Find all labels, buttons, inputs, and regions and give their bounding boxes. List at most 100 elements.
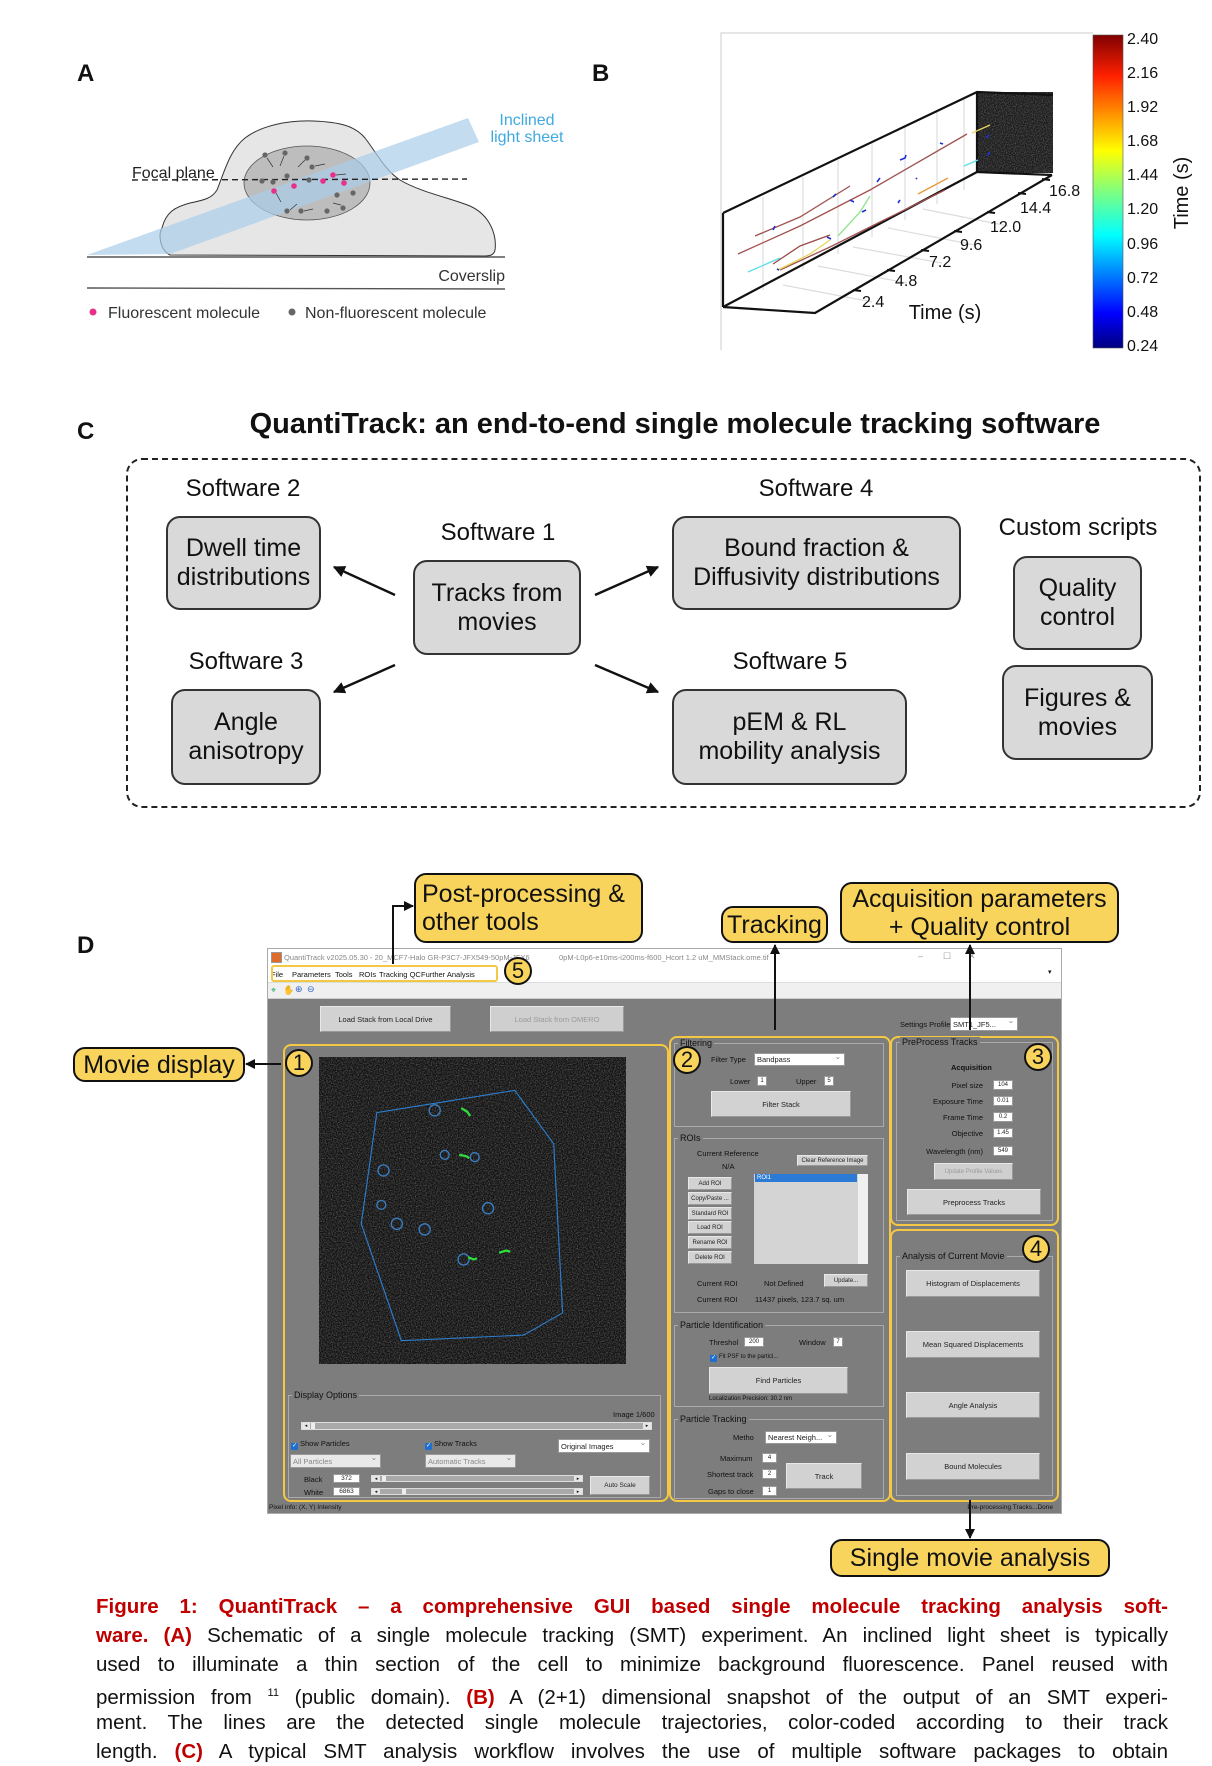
standard-roi-button[interactable]: Standard ROI <box>688 1207 732 1220</box>
slider-thumb[interactable] <box>311 1423 315 1429</box>
analysis-title: Analysis of Current Movie <box>900 1251 1007 1261</box>
callout-text: other tools <box>422 908 539 936</box>
rename-roi-button[interactable]: Rename ROI <box>688 1236 732 1249</box>
callout-number-2: 2 <box>673 1046 701 1074</box>
black-value-input[interactable]: 372 <box>333 1474 360 1483</box>
focal-plane-label: Focal plane <box>132 165 215 182</box>
auto-scale-button[interactable]: Auto Scale <box>590 1476 650 1495</box>
zoom-out-icon[interactable]: ⊖ <box>307 984 315 994</box>
maximize-button[interactable]: ☐ <box>943 951 952 961</box>
angle-analysis-button[interactable]: Angle Analysis <box>906 1392 1040 1418</box>
frame-time-input[interactable]: 0.2 <box>993 1112 1013 1122</box>
movie-display-panel <box>283 1044 669 1502</box>
box-text: distributions <box>176 563 311 591</box>
focal-plane-line <box>131 178 468 181</box>
callout-number-3: 3 <box>1024 1043 1052 1071</box>
minimize-button[interactable]: – <box>918 951 924 961</box>
white-value-input[interactable]: 6863 <box>333 1487 360 1496</box>
menu-tools[interactable]: Tools <box>335 970 353 979</box>
preprocess-tracks-button[interactable]: Preprocess Tracks <box>907 1189 1041 1215</box>
slider-left-arrow[interactable]: ◂ <box>302 1423 310 1429</box>
box-text: Bound fraction & <box>724 534 909 562</box>
figures-movies-box: Figures &movies <box>1002 665 1153 760</box>
fit-psf-label: Fit PSF to the particl... <box>719 1354 779 1360</box>
filter-stack-button[interactable]: Filter Stack <box>711 1091 851 1117</box>
filter-type-select[interactable]: Bandpass <box>754 1053 845 1066</box>
wavelength-input[interactable]: 549 <box>993 1146 1013 1156</box>
close-button[interactable]: ✕ <box>968 951 976 961</box>
filtering-group: Filtering <box>674 1038 884 1127</box>
maximum-input[interactable]: 4 <box>762 1453 777 1463</box>
histogram-displacements-button[interactable]: Histogram of Displacements <box>906 1270 1040 1297</box>
slider-thumb[interactable] <box>382 1476 386 1481</box>
track-button[interactable]: Track <box>786 1463 862 1489</box>
time-tick: 7.2 <box>929 254 951 271</box>
zoom-in-icon[interactable]: ⊕ <box>295 984 303 994</box>
fit-psf-checkbox[interactable]: ✓Fit PSF to the particl... <box>710 1354 778 1362</box>
menu-parameters[interactable]: Parameters <box>292 970 331 979</box>
roi-list-item[interactable]: ROI1 <box>755 1174 857 1182</box>
maximum-label: Maximum <box>720 1454 753 1463</box>
callout-acquisition: Acquisition parameters+ Quality control <box>840 882 1119 943</box>
menu-file[interactable]: File <box>271 970 284 979</box>
caption-reference[interactable]: 11 <box>267 1687 279 1699</box>
upper-input[interactable]: 5 <box>824 1076 834 1086</box>
slider-right-arrow[interactable]: ▸ <box>574 1476 582 1482</box>
rois-title: ROIs <box>678 1133 703 1143</box>
threshold-input[interactable]: 200 <box>744 1337 764 1347</box>
caption-text: permission from <box>96 1685 268 1709</box>
pixel-size-input[interactable]: 104 <box>993 1080 1013 1090</box>
white-level-slider[interactable]: ◂▸ <box>371 1488 583 1495</box>
menu-overflow-icon[interactable]: ▾ <box>1048 969 1052 976</box>
particle-tracks <box>458 1107 511 1261</box>
bound-molecules-button[interactable]: Bound Molecules <box>906 1453 1040 1480</box>
menu-tracking-qc[interactable]: Tracking QC <box>379 970 421 979</box>
particles-select[interactable]: All Particles <box>290 1454 381 1468</box>
update-roi-button[interactable]: Update... <box>824 1274 868 1287</box>
shortest-track-label: Shortest track <box>707 1470 754 1479</box>
roi-list[interactable]: ROI1 <box>754 1174 868 1264</box>
image-frame-slider[interactable]: ◂▸ <box>301 1422 652 1430</box>
update-profile-button[interactable]: Update Profile Values <box>934 1163 1013 1180</box>
colorbar-tick-labels: 2.40 2.16 1.92 1.68 1.44 1.20 0.96 0.72 … <box>1127 31 1193 355</box>
threshold-label: Threshol <box>709 1338 739 1347</box>
time-tick: 16.8 <box>1049 183 1080 200</box>
slider-left-arrow[interactable]: ◂ <box>372 1476 380 1482</box>
menu-rois[interactable]: ROIs <box>359 970 377 979</box>
black-level-slider[interactable]: ◂▸ <box>371 1475 583 1482</box>
exposure-time-input[interactable]: 0.01 <box>993 1096 1013 1106</box>
add-roi-button[interactable]: Add ROI <box>688 1177 732 1190</box>
pan-hand-icon[interactable]: ✋ <box>283 985 295 995</box>
slider-thumb[interactable] <box>402 1489 406 1494</box>
show-tracks-checkbox[interactable]: ✓Show Tracks <box>425 1439 477 1450</box>
lower-input[interactable]: 1 <box>757 1076 767 1086</box>
menu-further-analysis[interactable]: Further Analysis <box>421 970 475 979</box>
msd-button[interactable]: Mean Squared Displacements <box>906 1331 1040 1358</box>
shortest-track-input[interactable]: 2 <box>762 1469 777 1479</box>
load-local-button[interactable]: Load Stack from Local Drive <box>320 1006 451 1032</box>
box-text: Diffusivity distributions <box>693 563 940 591</box>
load-roi-button[interactable]: Load ROI <box>688 1221 732 1234</box>
objective-input[interactable]: 1.45 <box>993 1128 1013 1138</box>
slider-right-arrow[interactable]: ▸ <box>574 1489 582 1495</box>
checkbox-checked-icon: ✓ <box>710 1355 717 1362</box>
data-cursor-icon[interactable]: ⌖ <box>271 985 277 995</box>
method-select[interactable]: Nearest Neigh... <box>765 1431 837 1444</box>
movie-image[interactable] <box>319 1057 626 1364</box>
load-omero-button[interactable]: Load Stack from OMERO <box>490 1006 624 1032</box>
slider-right-arrow[interactable]: ▸ <box>643 1423 651 1429</box>
particle-tracking-title: Particle Tracking <box>678 1414 749 1424</box>
tracks-select[interactable]: Automatic Tracks <box>425 1454 516 1468</box>
slider-left-arrow[interactable]: ◂ <box>372 1489 380 1495</box>
find-particles-button[interactable]: Find Particles <box>709 1367 848 1394</box>
roi-list-scrollbar[interactable] <box>858 1174 868 1264</box>
clear-reference-button[interactable]: Clear Reference Image <box>797 1155 868 1166</box>
settings-profile-select[interactable]: SMT1_JF5... <box>950 1017 1018 1031</box>
show-particles-checkbox[interactable]: ✓Show Particles <box>291 1439 350 1450</box>
delete-roi-button[interactable]: Delete ROI <box>688 1251 732 1264</box>
menu-highlight <box>271 965 498 982</box>
copy-paste-roi-button[interactable]: Copy/Paste ... <box>688 1192 732 1205</box>
image-mode-select[interactable]: Original Images <box>558 1439 650 1453</box>
window-input[interactable]: 7 <box>833 1337 843 1347</box>
gaps-to-close-input[interactable]: 1 <box>762 1486 777 1496</box>
